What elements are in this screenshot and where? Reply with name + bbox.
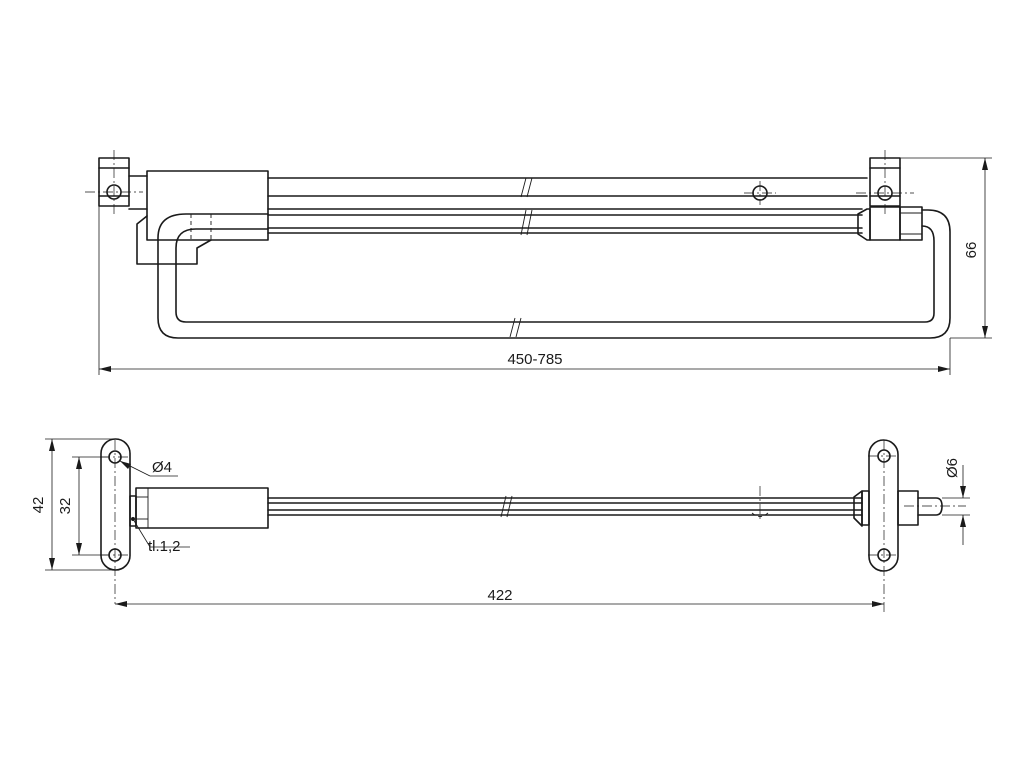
dimension-hole-spacing: [72, 456, 108, 556]
right-mount-bracket-top: [856, 150, 914, 214]
right-mount-bracket-side: [853, 439, 899, 615]
dimension-height-side: [45, 438, 115, 571]
end-cap-top: [857, 206, 923, 241]
dimension-length-top: [98, 206, 951, 375]
label-length-top: 450-785: [507, 351, 562, 368]
dimension-rod-diameter: [942, 465, 970, 545]
slider-housing-side: [129, 487, 269, 529]
label-height-top: 66: [963, 242, 980, 259]
outer-rail-top: [267, 177, 868, 205]
top-view: 450-785 66: [85, 150, 992, 375]
dimension-length-side: [115, 601, 884, 607]
label-length-side: 422: [487, 587, 512, 604]
label-hole-spacing: 32: [57, 498, 74, 515]
inner-rail-top: [267, 208, 863, 234]
label-hole-diameter: Ø4: [152, 459, 172, 476]
label-rod-diameter: Ø6: [944, 458, 961, 478]
break-marks-top: [509, 177, 533, 338]
dimension-height-top: [900, 157, 992, 339]
label-height-side: 42: [30, 497, 47, 514]
leader-hole-diameter: [119, 460, 178, 477]
left-mount-bracket-top: [85, 150, 143, 214]
leader-thickness: [131, 517, 190, 548]
slider-housing-top: [136, 170, 269, 265]
towel-rod-loop: [157, 209, 951, 339]
label-thickness: tl.1,2: [148, 538, 181, 555]
end-cap-side: [861, 490, 966, 526]
side-view: 42 32 Ø4 tl.1,2: [30, 438, 970, 615]
rail-side: [267, 486, 863, 522]
